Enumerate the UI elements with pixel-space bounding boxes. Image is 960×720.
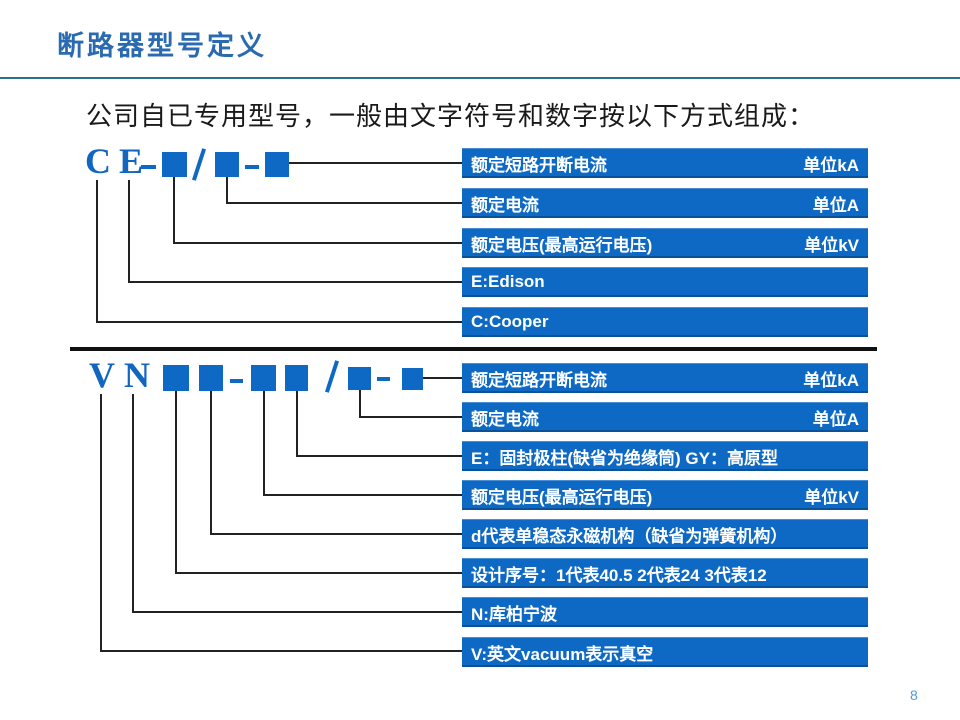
dash-separator [230, 379, 243, 383]
model-digit-placeholder [348, 367, 371, 390]
model-digit-placeholder [265, 152, 289, 177]
connector-line [226, 177, 228, 203]
label-box: N:库柏宁波 [462, 597, 868, 627]
dash-separator [245, 165, 259, 169]
connector-line [100, 394, 102, 651]
model-letter-v: V [89, 355, 115, 395]
model-digit-placeholder [285, 365, 308, 391]
dash-separator [377, 377, 390, 381]
label-box-text: 设计序号：1代表40.5 2代表24 3代表12 [471, 565, 767, 585]
section-divider-line [70, 347, 877, 351]
label-box-text: 额定短路开断电流 [471, 370, 607, 390]
connector-line [423, 377, 462, 379]
label-box-text: N:库柏宁波 [471, 604, 557, 624]
connector-line [173, 242, 462, 244]
page-number: 8 [910, 687, 918, 703]
label-box-unit: 单位kA [803, 155, 859, 175]
connector-line [263, 494, 462, 496]
connector-line [175, 391, 177, 573]
label-box-text: 额定短路开断电流 [471, 155, 607, 175]
label-box-unit: 单位kV [804, 487, 859, 507]
label-box-unit: 单位A [812, 409, 859, 429]
label-box-text: d代表单稳态永磁机构（缺省为弹簧机构） [471, 526, 788, 546]
label-box-text: 额定电压(最高运行电压) [471, 235, 653, 255]
connector-line [226, 202, 462, 204]
title-underline [0, 77, 960, 79]
model-digit-placeholder [199, 365, 223, 391]
connector-line [128, 180, 130, 282]
label-box: C:Cooper [462, 307, 868, 337]
label-box: E:Edison [462, 267, 868, 297]
label-box: 额定电流 单位A [462, 188, 868, 218]
model-digit-placeholder [162, 152, 187, 177]
label-box-text: 额定电流 [471, 409, 539, 429]
connector-line [289, 162, 462, 164]
label-box-text: V:英文vacuum表示真空 [471, 644, 654, 664]
connector-line [210, 533, 462, 535]
label-box: d代表单稳态永磁机构（缺省为弹簧机构） [462, 519, 868, 549]
connector-line [359, 390, 361, 417]
model-digit-placeholder [163, 365, 189, 391]
dash-separator [141, 165, 156, 169]
label-box-unit: 单位A [812, 195, 859, 215]
label-box: 额定电压(最高运行电压) 单位kV [462, 480, 868, 510]
slide-subtitle: 公司自已专用型号，一般由文字符号和数字按以下方式组成： [86, 102, 816, 131]
label-box-text: C:Cooper [471, 312, 549, 331]
label-box-text: 额定电流 [471, 195, 539, 215]
model-letter-e: E [119, 141, 144, 181]
label-box: E：固封极柱(缺省为绝缘筒) GY：高原型 [462, 441, 868, 471]
label-box-unit: 单位kV [804, 235, 859, 255]
label-box: 额定短路开断电流 单位kA [462, 363, 868, 393]
connector-line [96, 180, 98, 322]
model-digit-placeholder [251, 365, 276, 391]
label-box: V:英文vacuum表示真空 [462, 637, 868, 667]
connector-line [175, 572, 462, 574]
connector-line [296, 391, 298, 456]
connector-line [210, 391, 212, 534]
label-box-text: 额定电压(最高运行电压) [471, 487, 653, 507]
connector-line [296, 455, 462, 457]
connector-line [132, 611, 462, 613]
connector-line [263, 391, 265, 495]
model-digit-placeholder [402, 368, 423, 390]
label-box: 额定电压(最高运行电压) 单位kV [462, 228, 868, 258]
connector-line [128, 281, 462, 283]
connector-line [173, 177, 175, 243]
model-letter-c: C [85, 141, 111, 181]
connector-line [96, 321, 462, 323]
label-box: 额定短路开断电流 单位kA [462, 148, 868, 178]
label-box-text: E：固封极柱(缺省为绝缘筒) GY：高原型 [471, 448, 778, 468]
label-box: 设计序号：1代表40.5 2代表24 3代表12 [462, 558, 868, 588]
model-letter-n: N [124, 355, 150, 395]
label-box: 额定电流 单位A [462, 402, 868, 432]
connector-line [100, 650, 462, 652]
page-title: 断路器型号定义 [57, 31, 267, 61]
label-box-text: E:Edison [471, 272, 545, 291]
slash-separator [324, 360, 340, 393]
model-digit-placeholder [215, 152, 239, 177]
label-box-unit: 单位kA [803, 370, 859, 390]
connector-line [359, 416, 462, 418]
connector-line [132, 394, 134, 612]
